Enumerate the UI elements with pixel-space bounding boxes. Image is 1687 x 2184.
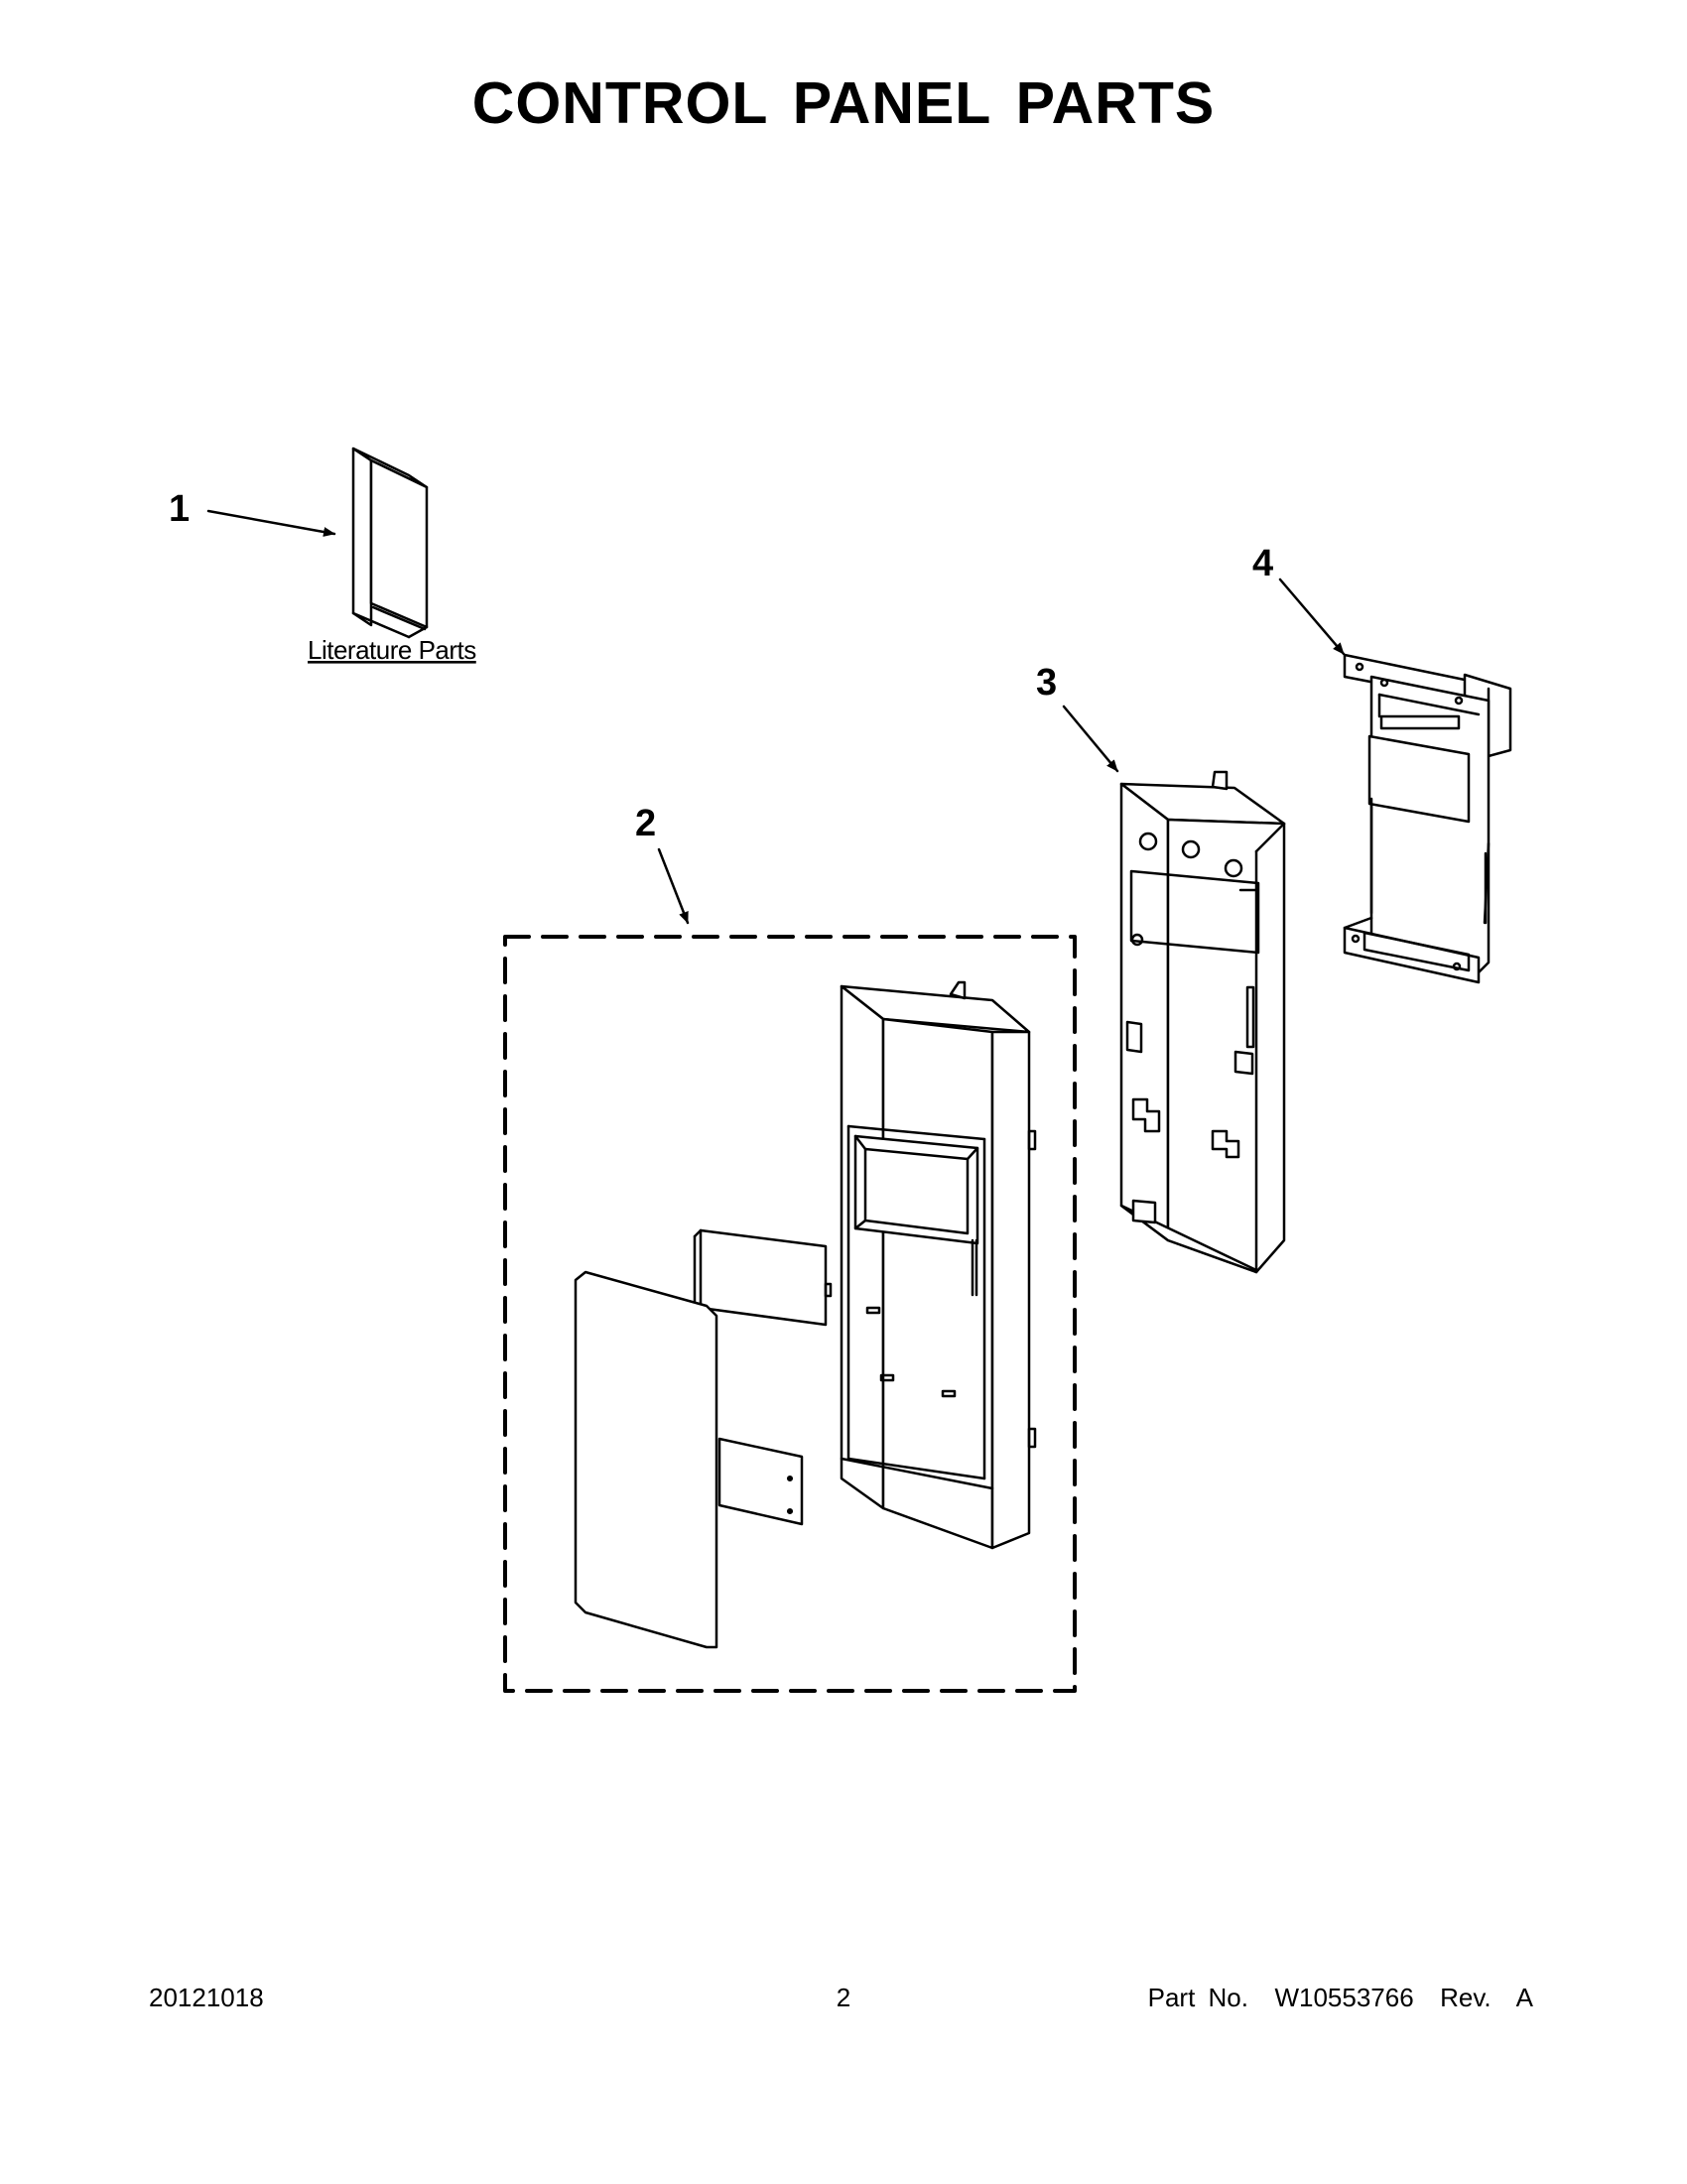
control-board [1343,653,1512,984]
item2-leader-arrow [657,847,690,925]
item4-callout: 4 [1252,543,1273,584]
item3-callout: 3 [1036,662,1057,704]
control-panel-frame [840,980,1037,1550]
item1-callout: 1 [169,488,190,530]
item2-callout: 2 [635,803,656,844]
footer-date: 20121018 [149,1983,264,2012]
item3-leader-arrow [1062,705,1119,773]
keypad-membrane [574,1270,804,1649]
assembly-dashed-box [503,935,1077,1693]
literature-parts-label: Literature Parts [308,635,476,665]
footer-part-number: Part No. W10553766 Rev. A [1147,1983,1533,2012]
literature-booklet [351,447,429,639]
footer-page-number: 2 [836,1983,851,2012]
item1-leader-arrow [206,509,336,537]
display-lens [693,1228,833,1327]
control-panel-backplate [1119,770,1286,1274]
item4-leader-arrow [1278,578,1346,656]
page-title: CONTROL PANEL PARTS [471,70,1216,136]
